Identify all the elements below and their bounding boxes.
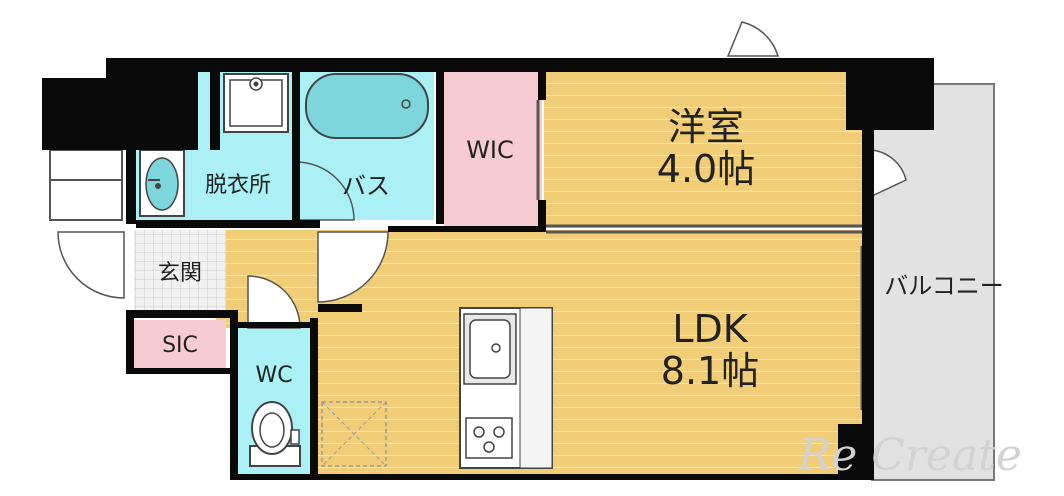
dressing-label: 脱衣所	[205, 173, 271, 198]
western-room-floor	[544, 70, 866, 228]
entrance-label: 玄関	[158, 261, 202, 286]
refrigerator-space	[321, 401, 387, 467]
sic-label: SIC	[162, 333, 198, 358]
watermark: Re Create	[797, 430, 1022, 481]
toilet	[249, 401, 301, 467]
walls	[42, 58, 934, 480]
western-room-size: 4.0帖	[657, 147, 755, 191]
fixtures	[139, 73, 553, 469]
balcony-label: バルコニー	[884, 272, 1004, 300]
entrance-floor	[134, 230, 226, 310]
doors	[57, 21, 907, 410]
room-labels: 洋室 4.0帖 LDK 8.1帖 WIC バス 脱衣所 玄関 SIC WC	[158, 105, 759, 393]
ldk-size: 8.1帖	[661, 349, 759, 393]
wic-floor	[444, 70, 542, 226]
balcony-area: バルコニー	[871, 83, 1004, 481]
washbasin	[139, 149, 185, 217]
western-room-label: 洋室	[668, 105, 744, 149]
ldk-label: LDK	[672, 307, 748, 351]
washing-machine-pan	[223, 73, 289, 133]
wc-label: WC	[255, 363, 292, 388]
drain-icon	[401, 99, 411, 109]
exterior-corridor	[49, 149, 123, 221]
kitchen-counter	[459, 307, 553, 469]
bathtub	[305, 73, 429, 139]
wic-label: WIC	[466, 136, 514, 164]
bath-label: バス	[342, 172, 390, 200]
ldk-floor	[318, 230, 866, 474]
sic-floor	[134, 320, 226, 370]
